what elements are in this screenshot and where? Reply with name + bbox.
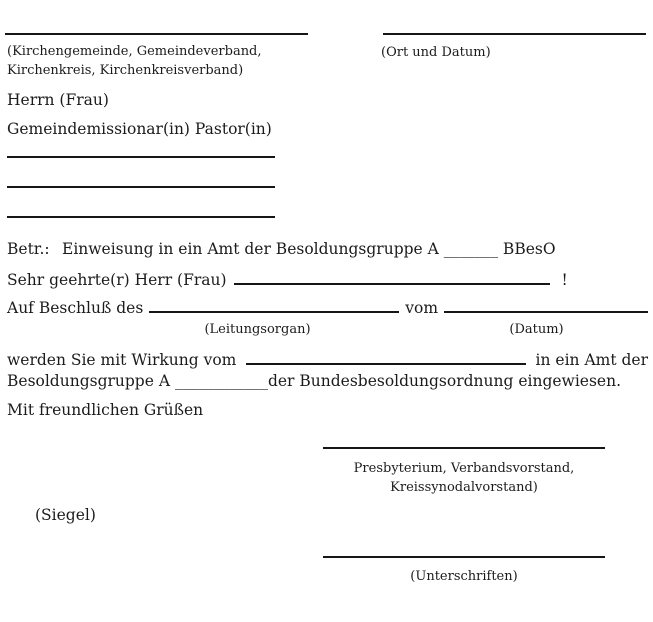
resolution-vom: vom (405, 299, 439, 317)
salutation-text: Sehr geehrte(r) Herr (Frau) (7, 271, 227, 289)
church-body-caption-line2: Kirchenkreis, Kirchenkreisverband) (7, 63, 244, 78)
governing-body-blank-line (149, 310, 400, 313)
resolution-row: Auf Beschluß des vom (7, 298, 648, 318)
effect-prefix: werden Sie mit Wirkung vom (7, 351, 237, 369)
signature-caption: Presbyterium, Verbandsvorstand, Kreissyn… (323, 459, 605, 497)
signatures-caption: (Unterschriften) (410, 569, 518, 584)
church-body-caption-line1: (Kirchengemeinde, Gemeindeverband, (7, 44, 262, 59)
address-blank-line-3 (7, 216, 275, 218)
closing-greeting: Mit freundlichen Grüßen (7, 401, 204, 419)
address-blank-line-1 (7, 156, 275, 158)
seal-label: (Siegel) (35, 506, 96, 524)
recipient-title: Gemeindemissionar(in) Pastor(in) (7, 120, 272, 138)
effect-suffix: in ein Amt der (535, 351, 648, 369)
effective-date-blank-line (246, 362, 526, 365)
signature-caption-line1: Presbyterium, Verbandsvorstand, (353, 461, 575, 476)
subject-row: Betr.: Einweisung in ein Amt der Besoldu… (7, 239, 556, 259)
date-caption: (Datum) (509, 322, 564, 337)
signatures-blank-line (323, 556, 605, 558)
subject-label: Betr.: (7, 240, 50, 258)
place-date-blank-line (383, 33, 646, 35)
church-body-blank-line (5, 33, 308, 35)
salutation-blank-line (233, 282, 550, 285)
salutation-exclamation: ! (561, 271, 568, 289)
signature-blank-line (323, 447, 605, 449)
governing-body-caption: (Leitungsorgan) (204, 322, 311, 337)
recipient-salutation: Herrn (Frau) (7, 91, 109, 109)
church-body-caption: (Kirchengemeinde, Gemeindeverband, Kirch… (7, 42, 262, 80)
effect-row: werden Sie mit Wirkung vom in ein Amt de… (7, 350, 648, 370)
address-blank-line-2 (7, 186, 275, 188)
date-blank-line (444, 310, 648, 313)
resolution-prefix: Auf Beschluß des (7, 299, 144, 317)
subject-text: Einweisung in ein Amt der Besoldungsgrup… (62, 240, 556, 258)
signature-caption-line2: Kreissynodalvorstand) (390, 480, 538, 495)
effect-line2: Besoldungsgruppe A ____________der Bunde… (7, 372, 621, 390)
place-date-caption: (Ort und Datum) (381, 45, 491, 60)
salutation-row: Sehr geehrte(r) Herr (Frau) ! (7, 270, 568, 290)
